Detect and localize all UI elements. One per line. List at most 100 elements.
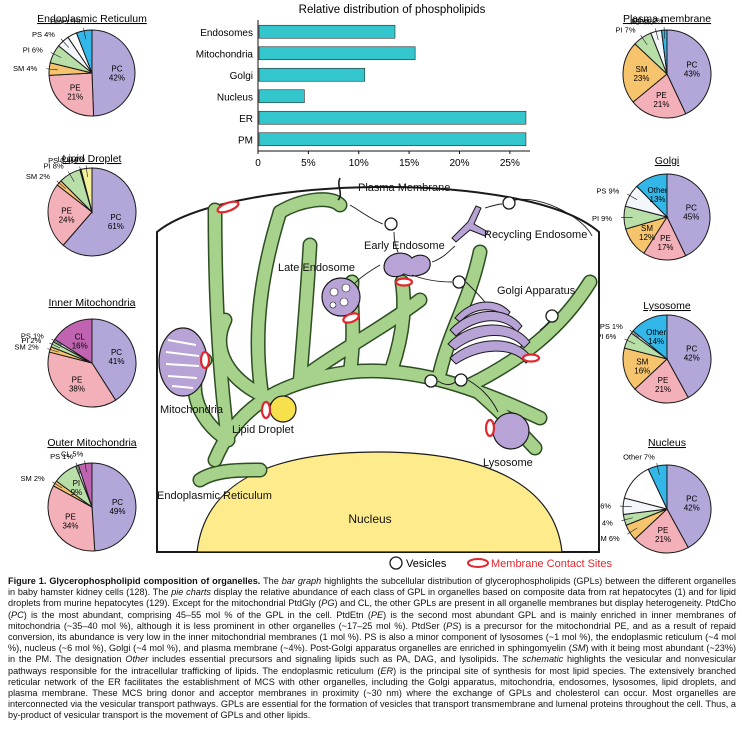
pie-slice-value: 16% [72,342,88,351]
pie-slice-label: Other 5% [50,17,82,26]
legend-vesicles-label: Vesicles [406,558,447,570]
caption-term: PS [446,620,459,631]
pie-leader-line [627,193,638,201]
pie-leader-line [627,527,638,535]
pie-slice-label: PE [658,376,669,385]
caption-text: ) is the second most abundant GPL and is… [8,609,736,631]
pie-slice [47,351,117,408]
caption-term: SM [571,643,586,654]
label-lipid-droplet: Lipid Droplet [232,424,294,436]
figure-panel: Relative distribution of phospholipids E… [13,4,712,570]
pie-slice-label: PE [65,513,76,522]
pie-slice-label: LPC 4% [57,154,85,163]
pie-slice-label: PE [658,526,669,535]
pie-slice [91,29,136,117]
pie-slice-value: 21% [655,535,671,544]
bar [258,89,305,104]
pie-leader-line [629,329,640,338]
pie-slice [666,29,712,115]
caption-text: The [260,576,282,586]
pie-slice [47,184,93,246]
pie-slice-value: 43% [684,69,700,78]
pie-slice-label: CL [75,333,86,342]
pie-slice-label: PE [660,234,671,243]
pie-title: Golgi [655,155,680,167]
pie-slice-label: SM 4% [13,64,38,73]
pie-slice-value: 42% [684,504,700,513]
caption-term: pie charts [171,587,211,598]
legend-contact-site-symbol [467,558,489,568]
bar [258,110,527,125]
pie-leader-line [50,52,62,58]
bar [258,24,396,39]
legend-contact-sites-label: Membrane Contact Sites [491,558,613,570]
pie-slice [47,485,96,552]
pie-slice-label: PS 9% [596,187,619,196]
golgi-stack [447,301,533,365]
pie-slice-label: PE [70,83,81,92]
contact-sites [199,200,541,438]
bar-category-label: Endosomes [200,28,253,39]
pie-slice [632,73,687,119]
pie-slice [634,508,689,554]
pie-leader-line [663,27,666,39]
pie-slice-value: 49% [109,507,125,516]
cell-schematic: Plasma Membrane Early Endosome Recycling… [156,177,613,570]
pie-slice [622,347,669,390]
caption-text: highlights the subcellular distribution … [8,576,736,598]
caption-term: schematic [522,654,564,665]
pie-slice-label: PI 6% [596,332,616,341]
vesicles [384,196,559,388]
caption-text: ) with it being most abundant (~23%) in … [8,643,737,665]
pie-leader-line [51,338,62,346]
label-plasma-membrane: Plasma Membrane [358,182,450,194]
pie-slice [636,173,668,219]
pie-slice-value: 12% [639,233,655,242]
bar-category-label: ER [239,114,253,125]
pie-slice-label: PS 1% [600,322,623,331]
pie-slice [54,318,93,364]
pie-slice-value: 38% [69,385,85,394]
pie-slice-value: 42% [109,74,125,83]
pie-slice-label: Other [648,186,668,195]
pie-slice-label: PC [110,213,121,222]
pie-leader-line [655,28,659,40]
pie-slice [634,358,689,404]
label-mitochondria: Mitochondria [160,404,224,416]
figure-caption: Figure 1. Glycerophospholipid compositio… [8,576,736,722]
label-recycling-endosome: Recycling Endosome [484,229,587,241]
pie-title: Lipid Droplet [63,153,122,165]
caption-text: highlights the vesicular and nonvesicula… [8,654,737,676]
pie-slice [48,72,95,117]
pie-leader-line [47,348,59,353]
bar-x-tick-label: 15% [399,158,419,169]
recycling-endosome-shape [451,205,489,243]
pie-slice [622,43,668,103]
pm-invagination [337,177,342,201]
bar-x-tick-label: 10% [349,158,369,169]
pie-slice-value: 23% [633,74,649,83]
pie-slice-value: 13% [650,195,666,204]
pie-slice-label: PS 1% [21,332,44,341]
label-endoplasmic-reticulum: Endoplasmic Reticulum [157,490,272,502]
caption-term: PE [370,609,384,620]
caption-term: PG [321,598,335,609]
label-early-endosome: Early Endosome [364,240,445,252]
pie-leader-line [84,460,87,473]
pie-slice-label: PI 8% [44,161,64,170]
caption-text: display the relative abundance of each c… [8,587,737,609]
mitochondrion [158,327,208,397]
label-late-endosome: Late Endosome [278,262,355,274]
pie-slice-value: 9% [71,488,83,497]
pie-slice-label: PS 4% [32,30,55,39]
pie-slice-label: PE [656,91,667,100]
pie-slice-label: PI [73,479,81,488]
caption-term: Other [125,654,149,665]
pie-slice [632,314,668,361]
label-golgi-apparatus: Golgi Apparatus [497,285,576,297]
caption-text: ) and CL, the other GPLs are present in … [8,598,736,620]
